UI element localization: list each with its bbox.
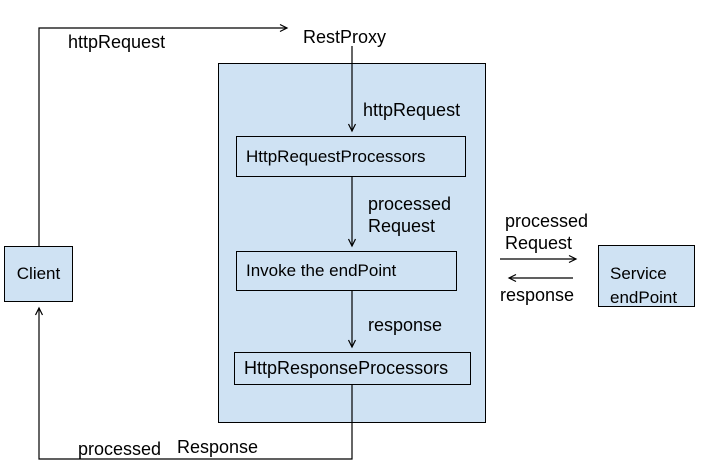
edge-label-processed-request-right-line2: Request [505, 233, 573, 253]
client-node: Client [4, 246, 73, 302]
service-endpoint-label-line2: endPoint [610, 288, 678, 307]
http-response-processors-node: HttpResponseProcessors [234, 352, 471, 385]
invoke-endpoint-label: Invoke the endPoint [246, 261, 397, 280]
edge-label-processed-request-right-line1: processed [505, 211, 589, 231]
edge-label-response-bottom: Response [177, 437, 259, 457]
invoke-endpoint-node: Invoke the endPoint [236, 251, 457, 291]
edge-label-httprequest-inner: httpRequest [363, 100, 461, 120]
http-request-processors-node: HttpRequestProcessors [236, 136, 466, 177]
edge-label-processed-bottom: processed [78, 439, 162, 459]
rest-proxy-label: RestProxy [303, 27, 387, 47]
edge-label-response-inner: response [368, 315, 443, 335]
edge-label-response-right: response [500, 285, 575, 305]
service-endpoint-label-line1: Service [610, 264, 667, 283]
edge-label-processed-request-inner-line2: Request [368, 216, 436, 236]
http-response-processors-label: HttpResponseProcessors [244, 358, 449, 378]
edge-label-processed-request-right: processed Request [505, 210, 588, 254]
edge-label-processed-request-inner-line1: processed [368, 194, 452, 214]
service-endpoint-node: Service endPoint [598, 245, 695, 307]
http-request-processors-label: HttpRequestProcessors [246, 146, 426, 166]
edge-label-processed-request-inner: processed Request [368, 193, 451, 237]
edge-label-httprequest-top: httpRequest [68, 32, 166, 52]
client-node-label: Client [16, 264, 61, 283]
